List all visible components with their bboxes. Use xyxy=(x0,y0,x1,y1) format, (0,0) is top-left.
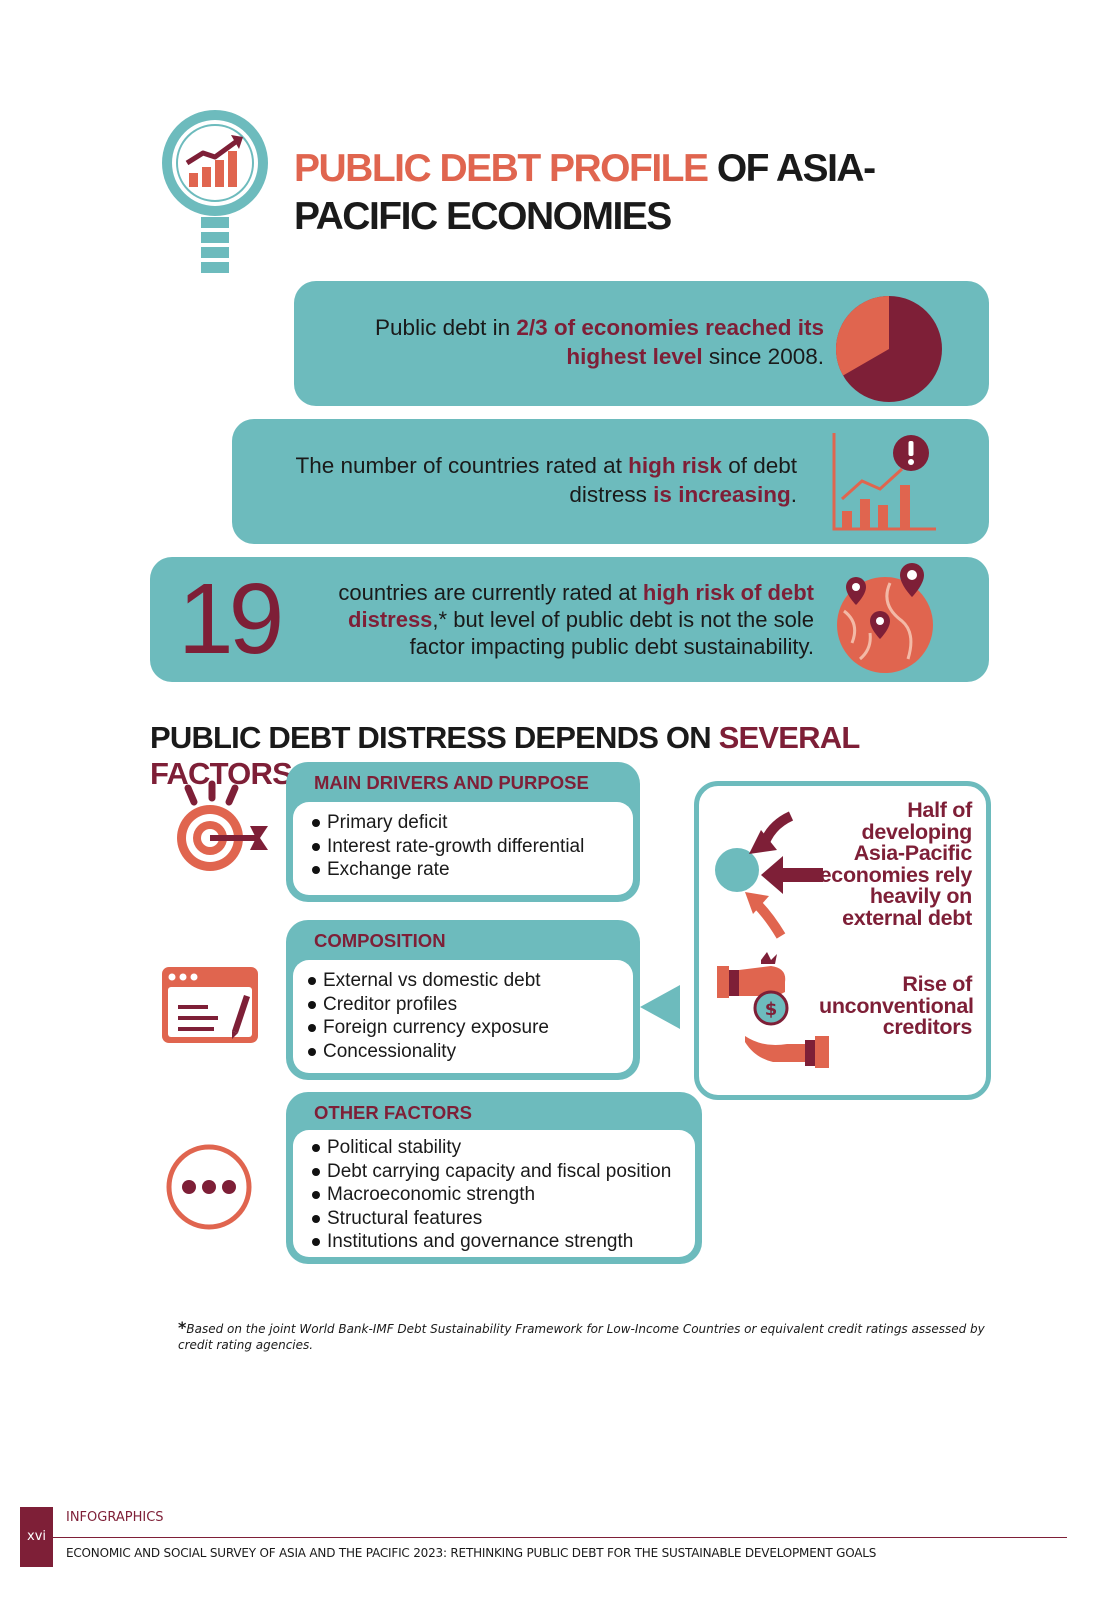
stat-1-text: Public debt in 2/3 of economies reached … xyxy=(375,315,824,369)
globe-pins-icon xyxy=(837,563,933,673)
unconventional-creditors-text: Rise of unconventional creditors xyxy=(819,972,974,1039)
footer-section: INFOGRAPHICS xyxy=(66,1510,164,1525)
factor-card-other: OTHER FACTORS Political stability Debt c… xyxy=(286,1092,702,1264)
alert-bar-chart-icon xyxy=(832,433,936,531)
stat-banner-2: The number of countries rated at high ri… xyxy=(232,419,989,544)
factor-card-composition: COMPOSITION External vs domestic debt Cr… xyxy=(286,920,640,1080)
card-title: COMPOSITION xyxy=(314,930,446,951)
factor-card-main-drivers: MAIN DRIVERS AND PURPOSE Primary deficit… xyxy=(286,762,640,902)
magnifier-chart-icon xyxy=(162,110,268,273)
footnote-mark: * xyxy=(178,1318,187,1337)
list-item: Structural features xyxy=(309,1207,695,1231)
card-body: Primary deficit Interest rate-growth dif… xyxy=(293,802,633,895)
list-item: Debt carrying capacity and fiscal positi… xyxy=(309,1160,695,1184)
list-item: Institutions and governance strength xyxy=(309,1230,695,1254)
stat-banner-3: 19 countries are currently rated at high… xyxy=(150,557,989,682)
svg-text:$: $ xyxy=(765,999,778,1020)
external-debt-text: Half of developing Asia-Pacific economie… xyxy=(819,798,973,930)
external-debt-panel: Half of developing Asia-Pacific economie… xyxy=(694,781,991,1100)
title-highlight: PUBLIC DEBT PROFILE xyxy=(294,147,709,190)
page-title: PUBLIC DEBT PROFILE OF ASIA-PACIFIC ECON… xyxy=(294,145,1014,241)
more-dots-icon xyxy=(166,1144,252,1230)
list-item: Political stability xyxy=(309,1136,695,1160)
title-rest: OF ASIA-PACIFIC ECONOMIES xyxy=(294,147,876,238)
footer-publication: ECONOMIC AND SOCIAL SURVEY OF ASIA AND T… xyxy=(66,1546,877,1560)
stat-number: 19 xyxy=(178,563,284,675)
card-body: External vs domestic debt Creditor profi… xyxy=(293,960,633,1073)
list-item: Concessionality xyxy=(305,1040,633,1064)
money-exchange-icon: $ xyxy=(717,952,829,1068)
list-item: Macroeconomic strength xyxy=(309,1183,695,1207)
page-number-bar: xvi xyxy=(20,1507,53,1567)
card-title: OTHER FACTORS xyxy=(314,1102,472,1123)
stat-3-text: countries are currently rated at high ri… xyxy=(338,580,814,659)
converging-arrows-icon xyxy=(715,811,823,939)
list-item: Creditor profiles xyxy=(305,993,633,1017)
target-icon xyxy=(177,780,268,871)
stat-banner-1: Public debt in 2/3 of economies reached … xyxy=(294,281,989,406)
list-item: Interest rate-growth differential xyxy=(309,835,633,859)
card-body: Political stability Debt carrying capaci… xyxy=(293,1130,695,1257)
card-title: MAIN DRIVERS AND PURPOSE xyxy=(314,772,589,793)
footnote-text: Based on the joint World Bank-IMF Debt S… xyxy=(178,1322,985,1352)
list-item: External vs domestic debt xyxy=(305,969,633,993)
list-item: Primary deficit xyxy=(309,811,633,835)
document-pen-icon xyxy=(162,967,258,1043)
connector-pointer xyxy=(640,985,680,1029)
footnote: *Based on the joint World Bank-IMF Debt … xyxy=(178,1320,998,1353)
page-number: xvi xyxy=(27,1529,46,1544)
pie-chart-icon xyxy=(835,296,942,402)
stat-2-text: The number of countries rated at high ri… xyxy=(295,453,797,507)
footer-divider xyxy=(53,1537,1067,1538)
list-item: Foreign currency exposure xyxy=(305,1016,633,1040)
list-item: Exchange rate xyxy=(309,858,633,882)
